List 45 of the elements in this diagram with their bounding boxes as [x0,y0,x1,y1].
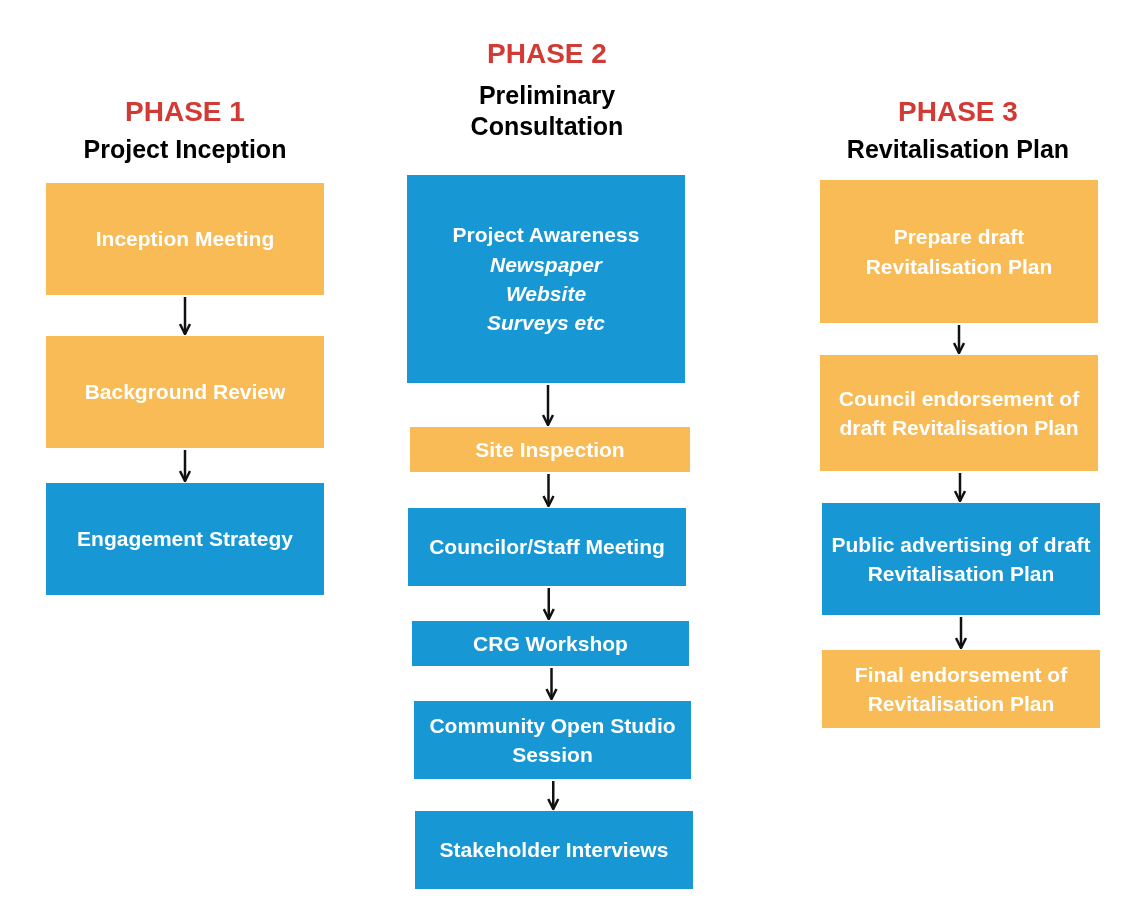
arrow [545,668,558,701]
process-box [820,355,1098,471]
box-text: Background Review [84,379,286,406]
phase-title: Preliminary Consultation [469,80,625,143]
arrow [178,450,192,483]
box-text: Inception Meeting [95,226,275,253]
arrow [542,588,555,621]
box-text: CRG Workshop [473,630,628,657]
box-text: Project Awareness [452,222,640,249]
box-text: Council endorsement of draft Revitalisation Plan [837,385,1081,441]
process-box [410,427,690,472]
box-text: Stakeholder Interviews [439,837,669,864]
box-text: Final endorsement of Revitalisation Plan [853,661,1069,717]
phase-heading: PHASE 3 [897,95,1019,129]
process-box [822,503,1100,615]
box-text: Public advertising of draft Revitalisation Plan [830,531,1092,587]
arrow [178,297,192,336]
box-text: Site Inspection [475,436,625,463]
box-text: Engagement Strategy [77,526,293,553]
process-box [46,183,324,295]
box-subtext: Website [505,281,587,307]
box-subtext: Newspaper [489,251,602,278]
phase-heading: PHASE 2 [486,37,608,71]
box-subtext: Surveys etc [487,310,605,337]
arrow [547,781,560,811]
box-text: Community Open Studio Session [428,712,677,768]
process-box [408,508,686,586]
arrow [953,473,967,503]
phase-heading: PHASE 1 [124,95,246,129]
phase-title: Revitalisation Plan [845,134,1071,165]
process-box [46,336,324,448]
process-box [415,811,693,889]
process-box [822,650,1100,728]
process-box [412,621,689,666]
phase-title: Project Inception [82,134,288,165]
arrow [541,385,555,427]
box-text: Prepare draft Revitalisation Plan [864,224,1054,280]
process-box [46,483,324,595]
box-text: Councilor/Staff Meeting [429,534,665,561]
arrow [542,474,555,508]
process-box [820,180,1098,323]
arrow [954,617,968,650]
arrow [952,325,966,355]
process-box [407,175,685,383]
process-box [414,701,691,779]
